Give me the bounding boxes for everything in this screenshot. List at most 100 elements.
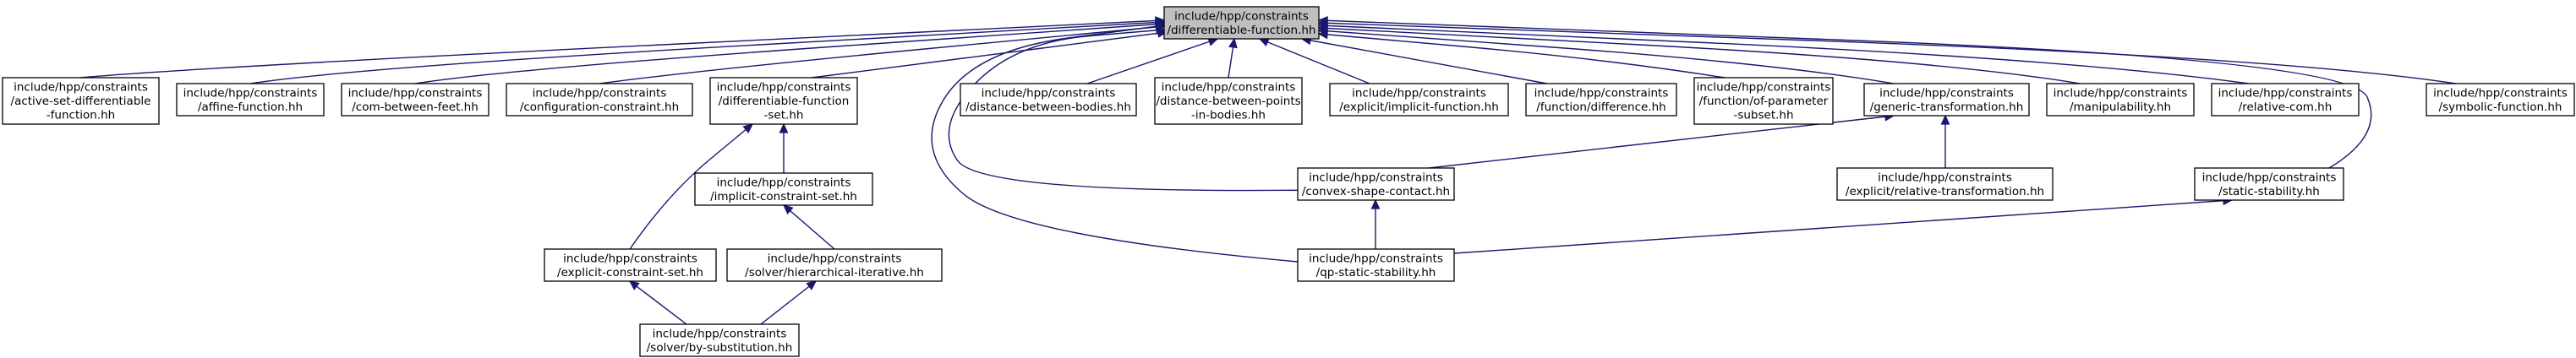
edge-line bbox=[249, 21, 1165, 84]
node-label-line: /configuration-constraint.hh bbox=[520, 100, 679, 114]
edge-explicit-relative-transformation-to-generic-transformation bbox=[1940, 114, 1950, 168]
edges-layer bbox=[79, 15, 2457, 325]
edge-line bbox=[629, 280, 687, 325]
edge-qp-static-stability-to-differentiable-function bbox=[931, 22, 1299, 263]
edge-line bbox=[1453, 199, 2233, 254]
node-label-line: /affine-function.hh bbox=[198, 100, 303, 114]
node-label-line: include/hpp/constraints bbox=[1534, 86, 1669, 100]
node-label-line: /distance-between-bodies.hh bbox=[965, 100, 1131, 114]
node-differentiable-function-set[interactable]: include/hpp/constraints/differentiable-f… bbox=[709, 77, 858, 125]
node-label-line: /com-between-feet.hh bbox=[352, 100, 479, 114]
node-label-line: include/hpp/constraints bbox=[2433, 86, 2568, 100]
node-solver-by-substitution[interactable]: include/hpp/constraints/solver/by-substi… bbox=[639, 323, 800, 357]
node-label-line: include/hpp/constraints bbox=[183, 86, 318, 100]
node-box[interactable] bbox=[1863, 83, 2030, 117]
node-solver-hierarchical-iterative[interactable]: include/hpp/constraints/solver/hierarchi… bbox=[726, 248, 943, 282]
node-box[interactable] bbox=[639, 323, 800, 357]
node-box[interactable] bbox=[1154, 77, 1303, 125]
edge-affine-function-to-differentiable-function bbox=[249, 18, 1166, 84]
node-differentiable-function[interactable]: include/hpp/constraints/differentiable-f… bbox=[1163, 6, 1320, 40]
edge-arrowhead bbox=[1258, 37, 1270, 47]
node-label-line: /symbolic-function.hh bbox=[2439, 100, 2562, 114]
edge-line bbox=[1086, 38, 1218, 84]
node-affine-function[interactable]: include/hpp/constraints/affine-function.… bbox=[176, 83, 325, 117]
node-function-of-parameter-subset[interactable]: include/hpp/constraints/function/of-para… bbox=[1693, 77, 1834, 125]
edge-line bbox=[760, 280, 817, 325]
node-function-difference[interactable]: include/hpp/constraints/function/differe… bbox=[1525, 83, 1677, 117]
edge-line bbox=[948, 29, 1320, 192]
node-distance-between-points-in-bodies[interactable]: include/hpp/constraints/distance-between… bbox=[1154, 77, 1303, 125]
node-label-line: include/hpp/constraints bbox=[1174, 9, 1309, 23]
node-explicit-relative-transformation[interactable]: include/hpp/constraints/explicit/relativ… bbox=[1836, 167, 2054, 201]
node-box[interactable] bbox=[1836, 167, 2054, 201]
node-box[interactable] bbox=[1297, 167, 1455, 201]
node-label-line: /distance-between-points bbox=[1156, 95, 1300, 108]
node-label-line: /solver/hierarchical-iterative.hh bbox=[745, 266, 924, 279]
node-box[interactable] bbox=[1297, 248, 1455, 282]
node-static-stability[interactable]: include/hpp/constraints/static-stability… bbox=[2194, 167, 2344, 201]
edge-arrowhead bbox=[1228, 37, 1238, 49]
node-configuration-constraint[interactable]: include/hpp/constraints/configuration-co… bbox=[506, 83, 693, 117]
node-box[interactable] bbox=[2, 77, 160, 125]
node-implicit-constraint-set[interactable]: include/hpp/constraints/implicit-constra… bbox=[694, 172, 873, 206]
edge-line bbox=[811, 31, 1168, 79]
edge-static-stability-to-differentiable-function bbox=[1317, 15, 2372, 169]
node-box[interactable] bbox=[694, 172, 873, 206]
edge-qp-static-stability-to-convex-shape-contact bbox=[1370, 198, 1381, 249]
node-box[interactable] bbox=[544, 248, 717, 282]
node-label-line: include/hpp/constraints bbox=[1309, 171, 1443, 184]
edge-line bbox=[783, 204, 835, 250]
node-explicit-implicit-function[interactable]: include/hpp/constraints/explicit/implici… bbox=[1329, 83, 1509, 117]
node-box[interactable] bbox=[2194, 167, 2344, 201]
node-manipulability[interactable]: include/hpp/constraints/manipulability.h… bbox=[2046, 83, 2195, 117]
node-box[interactable] bbox=[2211, 83, 2360, 117]
node-com-between-feet[interactable]: include/hpp/constraints/com-between-feet… bbox=[341, 83, 489, 117]
edge-manipulability-to-differentiable-function bbox=[1317, 24, 2081, 84]
edge-line bbox=[599, 25, 1166, 84]
edge-line bbox=[79, 19, 1165, 79]
node-box[interactable] bbox=[1163, 6, 1320, 40]
edge-explicit-implicit-function-to-differentiable-function bbox=[1258, 37, 1370, 84]
node-convex-shape-contact[interactable]: include/hpp/constraints/convex-shape-con… bbox=[1297, 167, 1455, 201]
node-generic-transformation[interactable]: include/hpp/constraints/generic-transfor… bbox=[1863, 83, 2030, 117]
node-box[interactable] bbox=[2426, 83, 2575, 117]
node-label-line: -function.hh bbox=[46, 109, 115, 122]
node-box[interactable] bbox=[1693, 77, 1834, 125]
node-label-line: include/hpp/constraints bbox=[14, 81, 148, 95]
node-qp-static-stability[interactable]: include/hpp/constraints/qp-static-stabil… bbox=[1297, 248, 1455, 282]
node-relative-com[interactable]: include/hpp/constraints/relative-com.hh bbox=[2211, 83, 2360, 117]
edge-explicit-constraint-set-to-differentiable-function-set bbox=[629, 123, 754, 250]
edge-configuration-constraint-to-differentiable-function bbox=[599, 22, 1167, 84]
node-box[interactable] bbox=[1525, 83, 1677, 117]
node-symbolic-function[interactable]: include/hpp/constraints/symbolic-functio… bbox=[2426, 83, 2575, 117]
edge-arrowhead bbox=[806, 280, 818, 290]
node-box[interactable] bbox=[726, 248, 943, 282]
edge-active-set-differentiable-function-to-differentiable-function bbox=[79, 16, 1166, 79]
node-box[interactable] bbox=[341, 83, 489, 117]
node-distance-between-bodies[interactable]: include/hpp/constraints/distance-between… bbox=[960, 83, 1137, 117]
edge-line bbox=[1318, 22, 2457, 84]
node-label-line: /qp-static-stability.hh bbox=[1316, 266, 1436, 279]
node-label-line: include/hpp/constraints bbox=[1352, 86, 1486, 100]
edge-solver-by-substitution-to-solver-hierarchical-iterative bbox=[760, 280, 818, 325]
edge-qp-static-stability-to-static-stability bbox=[1453, 196, 2234, 254]
node-box[interactable] bbox=[2046, 83, 2195, 117]
node-box[interactable] bbox=[709, 77, 858, 125]
edge-arrowhead bbox=[742, 123, 754, 133]
node-box[interactable] bbox=[176, 83, 325, 117]
node-box[interactable] bbox=[960, 83, 1137, 117]
nodes-layer: include/hpp/constraints/differentiable-f… bbox=[2, 6, 2575, 357]
edge-line bbox=[414, 23, 1166, 84]
node-label-line: /explicit-constraint-set.hh bbox=[557, 266, 703, 279]
node-explicit-constraint-set[interactable]: include/hpp/constraints/explicit-constra… bbox=[544, 248, 717, 282]
edge-arrowhead bbox=[779, 122, 789, 133]
node-active-set-differentiable-function[interactable]: include/hpp/constraints/active-set-diffe… bbox=[2, 77, 160, 125]
node-label-line: include/hpp/constraints bbox=[563, 252, 697, 265]
edge-line bbox=[1301, 38, 1548, 84]
edge-relative-com-to-differentiable-function bbox=[1317, 21, 2250, 84]
node-box[interactable] bbox=[506, 83, 693, 117]
node-label-line: include/hpp/constraints bbox=[653, 327, 787, 340]
node-label-line: include/hpp/constraints bbox=[348, 86, 483, 100]
node-box[interactable] bbox=[1329, 83, 1509, 117]
